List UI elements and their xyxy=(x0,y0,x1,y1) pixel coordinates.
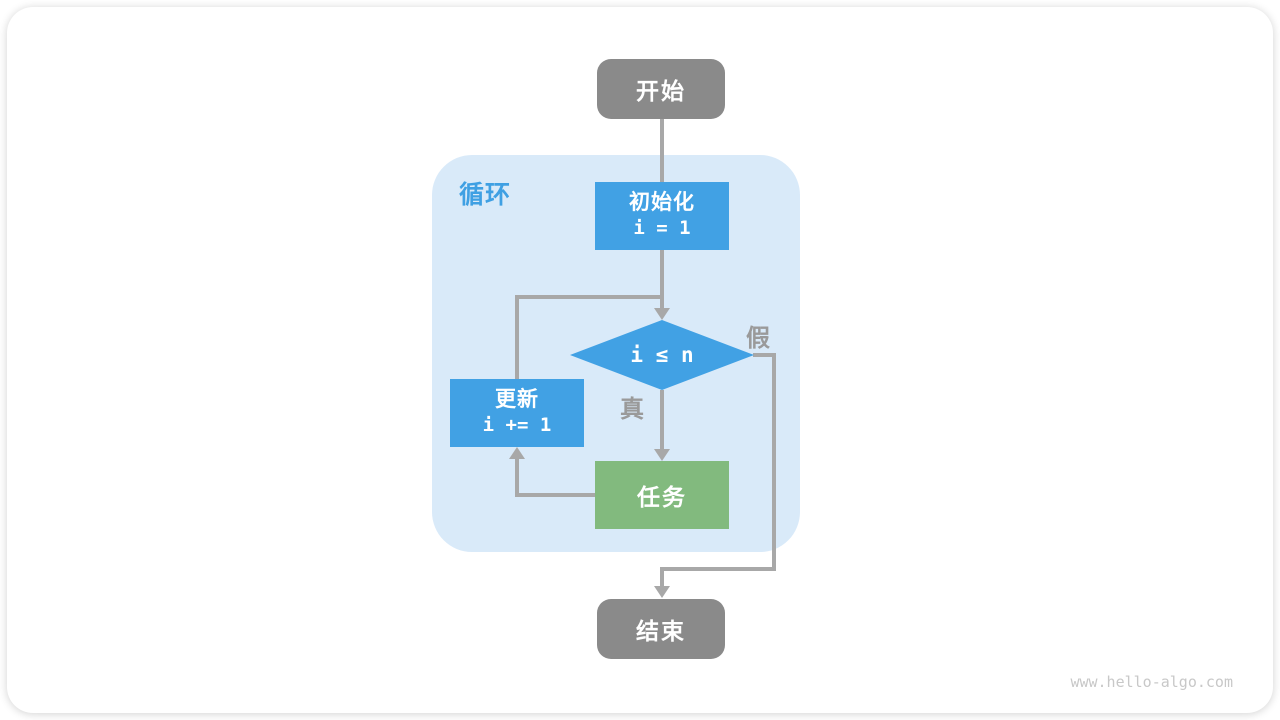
true-edge-label: 真 xyxy=(620,396,644,423)
watermark: www.hello-algo.com xyxy=(1070,673,1233,691)
connector-update-loopback-horizontal xyxy=(515,295,664,299)
connector-task-to-update-vertical xyxy=(515,459,519,497)
end-node: 结束 xyxy=(597,599,725,659)
start-node-label: 开始 xyxy=(636,78,686,104)
arrowhead-into-end xyxy=(654,586,670,598)
false-edge-label: 假 xyxy=(746,325,770,352)
update-node: 更新 i += 1 xyxy=(450,379,584,447)
update-node-title: 更新 xyxy=(495,388,539,412)
update-node-code: i += 1 xyxy=(482,414,552,437)
connector-false-branch-bottom xyxy=(660,567,776,571)
connector-condition-to-task xyxy=(660,390,664,451)
arrowhead-into-task xyxy=(654,449,670,461)
connector-task-to-update-horizontal xyxy=(517,493,595,497)
arrowhead-into-condition xyxy=(654,308,670,320)
init-node: 初始化 i = 1 xyxy=(595,182,729,250)
task-node: 任务 xyxy=(595,461,729,529)
loop-region-label: 循环 xyxy=(459,181,512,209)
end-node-label: 结束 xyxy=(636,618,686,644)
diagram-canvas: 循环 开始 初始化 i = 1 i ≤ n 假 真 更新 i += 1 任务 结… xyxy=(7,7,1273,713)
connector-false-branch-vertical xyxy=(772,353,776,571)
task-node-label: 任务 xyxy=(637,484,687,510)
connector-false-branch-top xyxy=(753,353,776,357)
connector-into-end xyxy=(660,567,664,589)
condition-label: i ≤ n xyxy=(630,343,694,367)
arrowhead-into-update xyxy=(509,447,525,459)
connector-start-to-init xyxy=(660,119,664,182)
start-node: 开始 xyxy=(597,59,725,119)
connector-update-loopback-vertical xyxy=(515,295,519,379)
init-node-title: 初始化 xyxy=(629,191,695,215)
init-node-code: i = 1 xyxy=(633,217,691,240)
connector-init-to-condition xyxy=(660,250,664,310)
